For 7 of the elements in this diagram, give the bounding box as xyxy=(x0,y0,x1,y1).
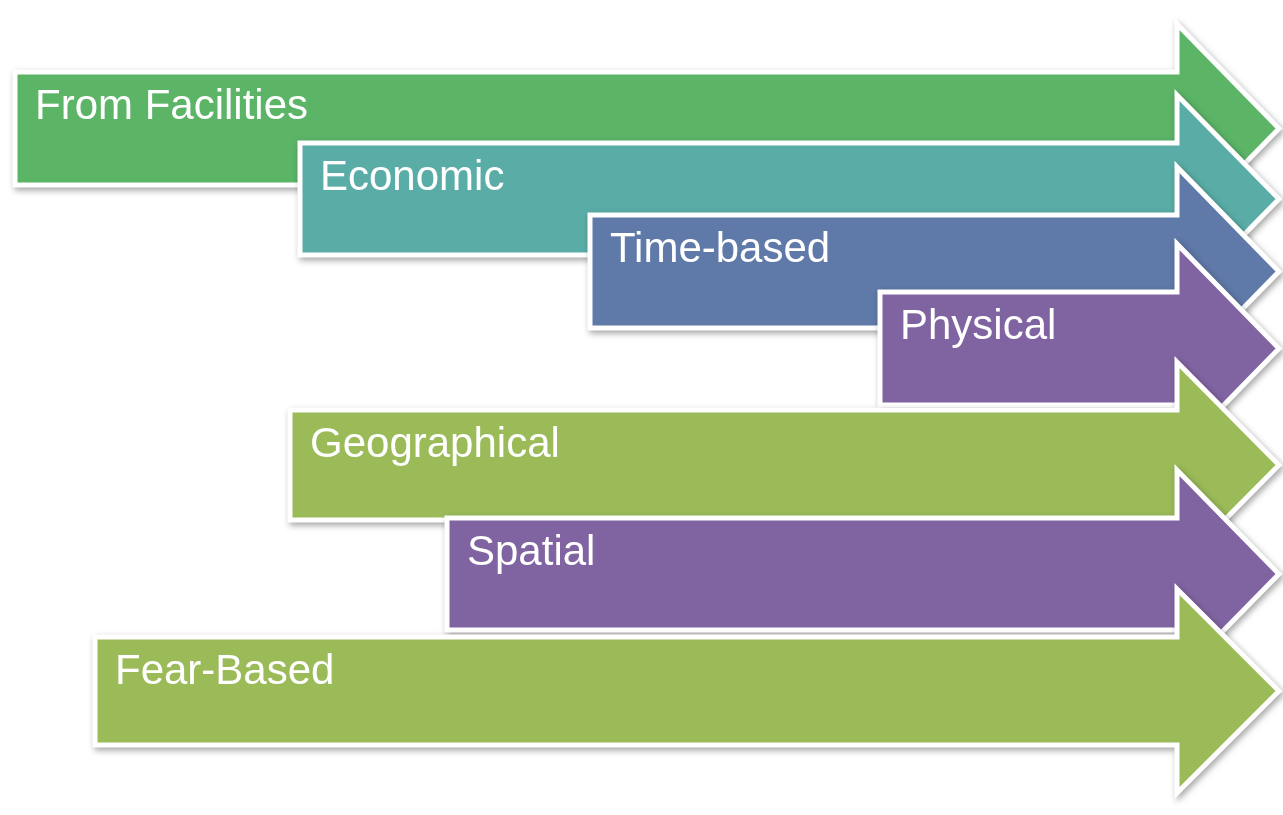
arrow-label: From Facilities xyxy=(35,82,309,129)
arrow-label: Physical xyxy=(900,302,1057,349)
arrow-label: Fear-Based xyxy=(115,647,335,694)
arrow-label: Spatial xyxy=(467,528,596,575)
arrow-label: Time-based xyxy=(610,225,831,272)
arrow-label: Geographical xyxy=(310,420,560,467)
arrow-label: Economic xyxy=(320,153,505,200)
